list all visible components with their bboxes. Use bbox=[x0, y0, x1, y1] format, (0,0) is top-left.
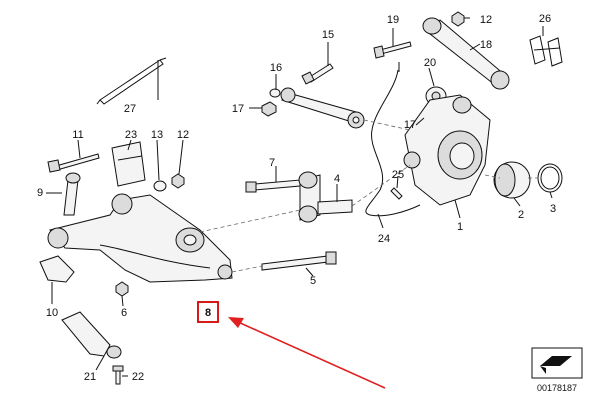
callout-24: 24 bbox=[378, 233, 390, 245]
part-8-trailing-arm bbox=[47, 193, 233, 283]
upper-link-arm bbox=[280, 87, 365, 129]
part-6-nut bbox=[115, 281, 129, 297]
callout-21: 21 bbox=[84, 371, 96, 383]
diagram-number: 00178187 bbox=[537, 383, 577, 393]
callout-12-top: 12 bbox=[480, 14, 492, 26]
part-3-circlip bbox=[537, 163, 563, 193]
callout-12-left: 12 bbox=[177, 129, 189, 141]
callout-16: 16 bbox=[270, 62, 282, 74]
leader-lines bbox=[46, 17, 553, 377]
callout-1: 1 bbox=[457, 221, 463, 233]
diagram-corner-icon bbox=[531, 347, 583, 379]
assembly-guide-lines bbox=[199, 119, 538, 273]
callout-19: 19 bbox=[387, 14, 399, 26]
callout-8-highlighted: 8 bbox=[205, 307, 211, 319]
callout-17-right: 17 bbox=[404, 119, 416, 131]
callout-10: 10 bbox=[46, 307, 58, 319]
part-7-bolt bbox=[245, 179, 301, 193]
part-12-nut-top bbox=[451, 11, 465, 27]
part-18-control-arm bbox=[422, 17, 510, 90]
callout-15: 15 bbox=[322, 29, 334, 41]
part-4-guide-link bbox=[298, 171, 353, 223]
part-5-bolt bbox=[261, 251, 337, 271]
callout-labels: 1 2 3 4 5 6 7 8 9 10 11 12 12 13 15 16 1… bbox=[37, 13, 556, 383]
part-12-nut bbox=[171, 173, 185, 189]
callout-7: 7 bbox=[269, 157, 275, 169]
part-16-washer bbox=[269, 88, 281, 98]
callout-23: 23 bbox=[125, 129, 137, 141]
callout-26: 26 bbox=[539, 13, 551, 25]
callout-3: 3 bbox=[550, 203, 556, 215]
callout-4: 4 bbox=[334, 173, 340, 185]
part-27-strap bbox=[96, 57, 167, 105]
callout-20: 20 bbox=[424, 57, 436, 69]
callout-5: 5 bbox=[310, 275, 316, 287]
callout-13: 13 bbox=[151, 129, 163, 141]
red-pointer-arrow bbox=[228, 317, 386, 389]
part-11-bolt bbox=[47, 153, 100, 173]
part-2-wheel-bearing bbox=[493, 161, 531, 199]
part-13-washer bbox=[153, 180, 167, 192]
part-19-bolt bbox=[373, 41, 412, 59]
part-1-wheel-carrier bbox=[403, 94, 491, 206]
part-15-bolt bbox=[301, 63, 334, 85]
callout-27: 27 bbox=[124, 103, 136, 115]
callout-22: 22 bbox=[132, 371, 144, 383]
part-25-bolt bbox=[390, 187, 403, 200]
callout-17-left: 17 bbox=[232, 103, 244, 115]
part-21-heat-shield bbox=[61, 311, 122, 359]
callout-11: 11 bbox=[72, 129, 83, 141]
part-10-bump-stop bbox=[39, 255, 75, 283]
part-22-screw bbox=[112, 365, 124, 385]
part-24-sensor-cable bbox=[365, 62, 421, 217]
part-17-nut bbox=[261, 101, 277, 117]
callout-6: 6 bbox=[121, 307, 127, 319]
highlight-box-part-8 bbox=[197, 301, 219, 323]
callout-2: 2 bbox=[518, 209, 524, 221]
part-23-bracket bbox=[111, 141, 146, 187]
part-26-clips bbox=[529, 35, 563, 67]
callout-9: 9 bbox=[37, 187, 43, 199]
callout-25: 25 bbox=[392, 169, 404, 181]
callout-18: 18 bbox=[480, 39, 492, 51]
part-9-bolt bbox=[63, 172, 81, 216]
